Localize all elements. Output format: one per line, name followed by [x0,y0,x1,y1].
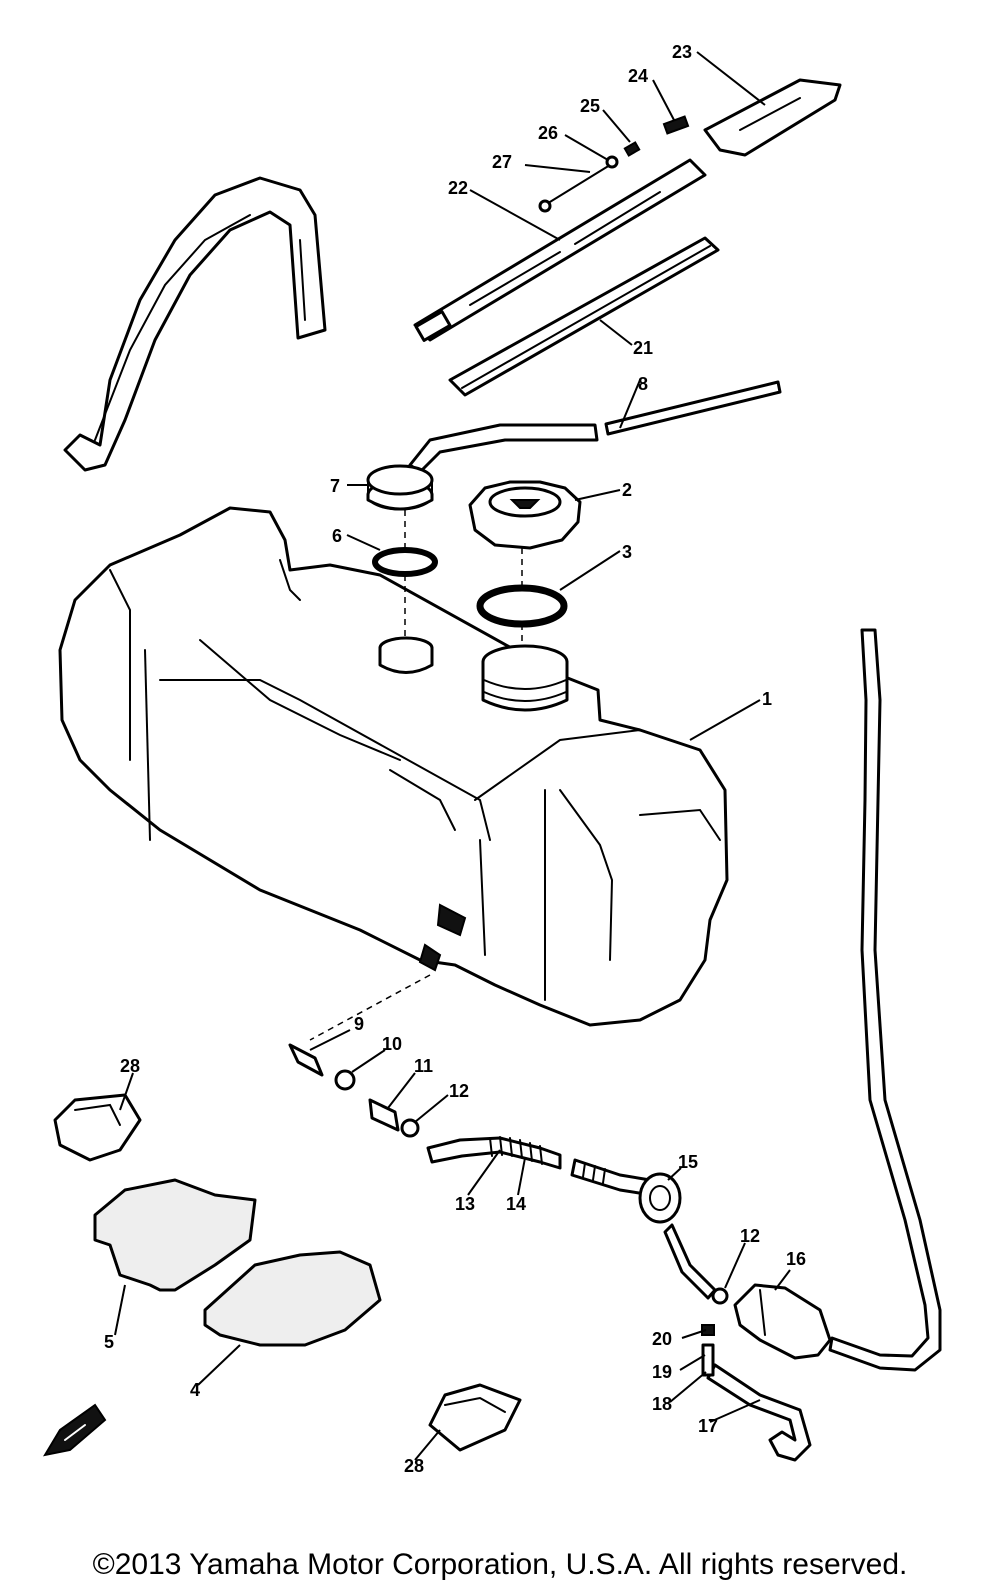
callout-12-upper: 12 [449,1081,469,1101]
callout-13: 13 [455,1194,475,1214]
callout-15: 15 [678,1152,698,1172]
callout-numbers: 23 24 25 26 27 22 21 8 7 2 6 3 1 9 10 11… [104,42,806,1476]
callout-24: 24 [628,66,648,86]
leader-lines [114,51,791,1461]
filter-inlet-hose [663,1223,717,1300]
callout-25: 25 [580,96,600,116]
callout-23: 23 [672,42,692,62]
callout-2: 2 [622,480,632,500]
callout-10: 10 [382,1034,402,1054]
callout-26: 26 [538,123,558,143]
copyright-notice: ©2013 Yamaha Motor Corporation, U.S.A. A… [92,1548,908,1581]
holder-28-lower [428,1383,522,1452]
long-fuel-hose [828,628,942,1372]
callout-12-lower: 12 [740,1226,760,1246]
callout-5: 5 [104,1332,114,1352]
assembly-lines [309,510,523,1041]
clamp-12 [711,1287,729,1305]
strap-bracket-23 [662,78,842,157]
callout-6: 6 [332,526,342,546]
gasket-3 [476,584,568,628]
gasket-6 [372,547,438,577]
mount-bracket-17 [701,1324,812,1462]
callout-7: 7 [330,476,340,496]
outlet-fittings [288,1043,420,1138]
strap-22 [413,158,707,342]
callout-16: 16 [786,1249,806,1269]
callout-28-upper: 28 [120,1056,140,1076]
vent-hose-8 [408,380,782,474]
vent-cap-7 [366,464,434,511]
callout-9: 9 [354,1014,364,1034]
fuel-filter-16 [733,1283,832,1360]
tank-bracket [63,176,327,472]
callout-3: 3 [622,542,632,562]
pad-5 [93,1178,257,1292]
fuel-hose-13 [426,1136,562,1170]
callout-14: 14 [506,1194,526,1214]
callout-8: 8 [638,374,648,394]
fuel-tank-1 [58,506,729,1027]
callout-4: 4 [190,1380,200,1400]
fuel-tank-exploded-diagram: 23 24 25 26 27 22 21 8 7 2 6 3 1 9 10 11… [42,42,942,1476]
front-direction-arrow-icon [42,1403,107,1457]
callout-18: 18 [652,1394,672,1414]
callout-22: 22 [448,178,468,198]
strip-21 [448,236,720,397]
callout-1: 1 [762,689,772,709]
callout-28-lower: 28 [404,1456,424,1476]
callout-11: 11 [414,1056,433,1076]
tank-filler-neck [481,644,569,712]
bolt-washer-nut [538,141,641,213]
callout-19: 19 [652,1362,672,1382]
pad-4 [203,1250,382,1347]
callout-20: 20 [652,1329,672,1349]
callout-17: 17 [698,1416,718,1436]
callout-27: 27 [492,152,512,172]
tank-vent-nipple [378,636,434,674]
fuel-cap-2 [468,480,582,550]
strainer-15 [638,1172,682,1224]
holder-28-upper [53,1093,142,1162]
callout-21: 21 [633,338,653,358]
